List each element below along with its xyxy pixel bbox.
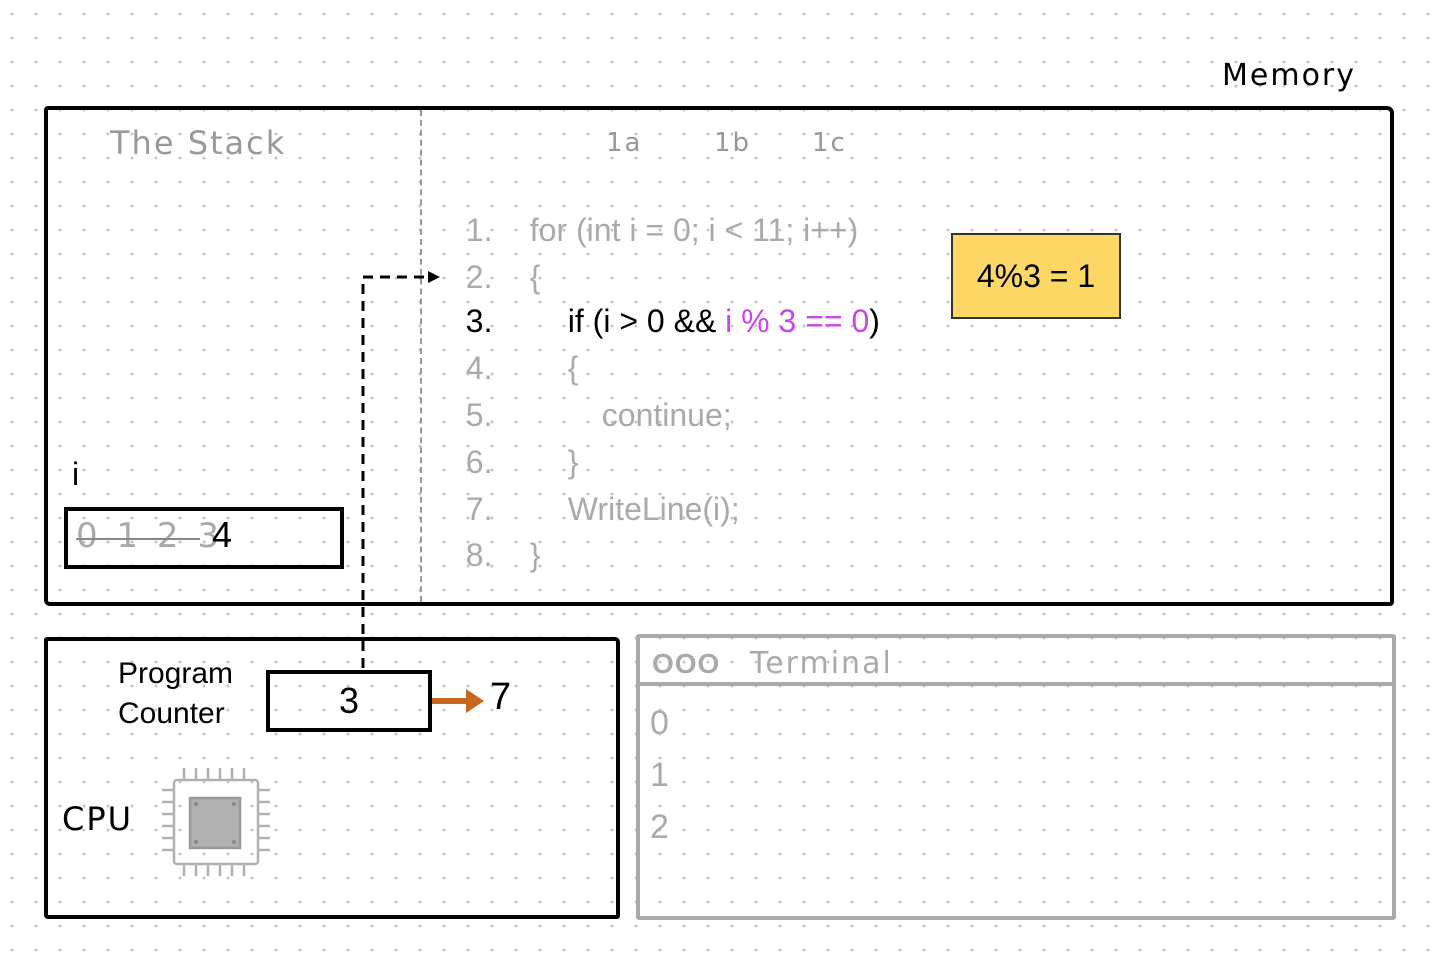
- highlighted-expression: i % 3 == 0: [725, 303, 870, 339]
- stack-divider: [420, 110, 422, 602]
- next-value-arrowhead: [466, 689, 484, 713]
- sticky-note: 4%3 = 1: [951, 233, 1121, 319]
- memory-label: Memory: [1222, 58, 1357, 93]
- code-suffix: ): [869, 303, 880, 339]
- code-text: {: [529, 259, 541, 295]
- code-text: {: [567, 350, 579, 386]
- code-text: }: [529, 537, 541, 573]
- pc-pointer-arrowhead: [428, 271, 440, 283]
- variable-name: i: [72, 456, 80, 492]
- code-line-3-active: 3. if (i > 0 && i % 3 == 0): [448, 255, 880, 339]
- column-label-1a: 1a: [606, 128, 643, 158]
- column-label-1c: 1c: [812, 128, 847, 158]
- current-value: 4: [212, 514, 233, 555]
- terminal-output-line: 2: [650, 808, 669, 846]
- terminal-output-line: 1: [650, 756, 669, 794]
- line-number: 5.: [465, 397, 493, 433]
- code-line-4: 4. {: [448, 302, 579, 386]
- terminal-output-line: 0: [650, 704, 669, 742]
- cpu-chip-icon: [162, 768, 270, 876]
- program-counter-label: Program Counter: [118, 654, 233, 734]
- code-line-2: 2. {: [448, 211, 541, 295]
- code-line-8: 8.}: [448, 489, 541, 573]
- line-number: 6.: [465, 444, 493, 480]
- code-text: }: [567, 444, 579, 480]
- window-buttons-icon: OOO: [652, 648, 721, 679]
- line-number: 3.: [465, 303, 493, 339]
- code-line-5: 5. continue;: [448, 349, 732, 433]
- cpu-label: CPU: [62, 800, 134, 838]
- line-number: 8.: [465, 537, 493, 573]
- memory-box: [44, 106, 1394, 606]
- line-number: 2.: [465, 259, 493, 295]
- cpu-box: [44, 637, 620, 919]
- code-text: for (int i = 0; i < 11; i++): [529, 212, 859, 248]
- code-prefix: if (i > 0 &&: [567, 303, 726, 339]
- line-number: 4.: [465, 350, 493, 386]
- terminal-title: Terminal: [750, 646, 893, 681]
- variable-box: [64, 507, 344, 569]
- terminal-titlebar-divider: [636, 682, 1396, 686]
- program-counter-value: 3: [266, 670, 432, 732]
- code-text: if (i > 0 && i % 3 == 0): [530, 303, 880, 339]
- terminal-window: [636, 634, 1396, 920]
- line-number: 7.: [465, 491, 493, 527]
- stack-label: The Stack: [110, 124, 287, 162]
- pc-label-line1: Program: [118, 657, 234, 690]
- code-line-1: 1. for (int i = 0; i < 11; i++): [448, 164, 858, 248]
- strikethrough-line: [76, 538, 200, 540]
- line-number: 1.: [465, 212, 493, 248]
- code-line-6: 6.}: [448, 396, 579, 480]
- previous-values-struck: 0 1 2 3: [76, 516, 223, 556]
- pc-pointer-arrow: [361, 275, 428, 668]
- column-label-1b: 1b: [714, 128, 752, 158]
- code-text: continue;: [601, 397, 732, 433]
- code-line-7: 7. WriteLine(i);: [448, 443, 740, 527]
- code-text: WriteLine(i);: [567, 491, 740, 527]
- pc-label-line2: Counter: [118, 697, 225, 730]
- program-counter-next-value: 7: [490, 676, 512, 718]
